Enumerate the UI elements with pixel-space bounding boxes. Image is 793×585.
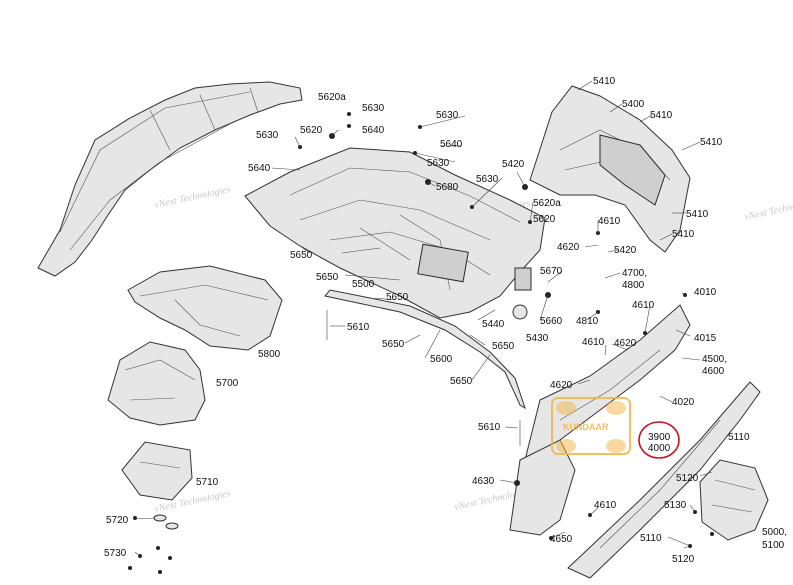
callout-5410: 5410 [650, 110, 673, 121]
callout-4620: 4620 [550, 380, 573, 391]
callout-5410: 5410 [700, 137, 723, 148]
logo-text: KUNDAAR [563, 422, 609, 432]
callout-5000: 5000, [762, 527, 787, 538]
inner-panel [107, 341, 206, 426]
callout-4600: 4600 [702, 366, 725, 377]
callout-4810: 4810 [576, 316, 599, 327]
callout-5620: 5620 [300, 125, 323, 136]
callout-5650: 5650 [382, 339, 405, 350]
callout-5650: 5650 [290, 250, 313, 261]
screw-icon [347, 124, 351, 128]
callout-5110: 5110 [640, 533, 662, 544]
callout-5400: 5400 [622, 99, 645, 110]
kundaar-logo: KUNDAAR [551, 397, 631, 455]
screw-icon [710, 532, 714, 536]
callout-5620: 5620 [533, 214, 556, 225]
callout-5630: 5630 [362, 103, 385, 114]
callout-5620a: 5620a [533, 198, 561, 209]
callout-5410: 5410 [672, 229, 695, 240]
callout-4000: 4000 [648, 443, 671, 454]
rear-body-panel [244, 147, 546, 319]
fasteners [128, 112, 714, 574]
washer-icon [153, 514, 167, 522]
callout-5440: 5440 [482, 319, 505, 330]
callout-5600: 5600 [430, 354, 453, 365]
callout-4610: 4610 [632, 300, 655, 311]
callout-5410: 5410 [686, 209, 709, 220]
callout-5800: 5800 [258, 349, 281, 360]
callout-5670: 5670 [540, 266, 563, 277]
side-rocker-panel [509, 304, 691, 536]
callout-5700: 5700 [216, 378, 239, 389]
callout-5110: 5110 [728, 432, 750, 443]
callout-5680: 5680 [436, 182, 459, 193]
front-fender-arch [37, 81, 303, 277]
watermark-text: vNext Technologies [153, 184, 231, 211]
highlight-circle [638, 421, 680, 459]
callout-5640: 5640 [362, 125, 385, 136]
tail-light-housing [529, 85, 691, 253]
callout-3900: 3900 [648, 432, 671, 443]
storage-tub [127, 265, 283, 351]
screw-icon [156, 546, 160, 550]
callout-5100: 5100 [762, 540, 785, 551]
callout-5650: 5650 [450, 376, 473, 387]
callout-4630: 4630 [472, 476, 495, 487]
callout-4610: 4610 [598, 216, 621, 227]
callout-4650: 4650 [550, 534, 573, 545]
screw-icon [133, 516, 137, 520]
callout-5410: 5410 [593, 76, 616, 87]
callout-5430: 5430 [526, 333, 549, 344]
washer-icon [165, 522, 179, 530]
callout-5420: 5420 [502, 159, 525, 170]
callout-5720: 5720 [106, 515, 129, 526]
running-board [567, 381, 761, 579]
small-bracket [121, 441, 193, 501]
grab-rail [324, 289, 526, 410]
callout-5120: 5120 [672, 554, 695, 565]
watermark-text: vNext Technologies [743, 196, 793, 223]
callout-5500: 5500 [352, 279, 375, 290]
screw-icon [347, 112, 351, 116]
callout-4020: 4020 [672, 397, 695, 408]
callout-4015: 4015 [694, 333, 717, 344]
callout-4620: 4620 [614, 338, 637, 349]
callout-4610: 4610 [582, 337, 605, 348]
callout-5640: 5640 [248, 163, 271, 174]
callout-4800: 4800 [622, 280, 645, 291]
callout-5620a: 5620a [318, 92, 346, 103]
grommet-icon [512, 304, 528, 320]
callout-5120: 5120 [676, 473, 699, 484]
callout-labels: 5620a 5630 5640 5620 5630 5640 5630 5640… [104, 76, 787, 565]
rear-guard [699, 459, 769, 541]
callout-5610: 5610 [478, 422, 501, 433]
callout-5130: 5130 [664, 500, 687, 511]
callout-5710: 5710 [196, 477, 219, 488]
callout-4010: 4010 [694, 287, 717, 298]
callout-5650: 5650 [492, 341, 515, 352]
callout-5650: 5650 [316, 272, 339, 283]
screw-icon [158, 570, 162, 574]
callout-5420: 5420 [614, 245, 637, 256]
callout-4620: 4620 [557, 242, 580, 253]
callout-5660: 5660 [540, 316, 563, 327]
callout-5630: 5630 [427, 158, 450, 169]
callout-5610: 5610 [347, 322, 370, 333]
callout-5630: 5630 [256, 130, 279, 141]
screw-icon [168, 556, 172, 560]
callout-5730: 5730 [104, 548, 127, 559]
callout-5630: 5630 [436, 110, 459, 121]
leader-lines [134, 80, 741, 557]
callout-5640: 5640 [440, 139, 463, 150]
screw-icon [128, 566, 132, 570]
callout-5650: 5650 [386, 292, 409, 303]
callout-4500: 4500, [702, 354, 727, 365]
callout-4610: 4610 [594, 500, 617, 511]
callout-5630: 5630 [476, 174, 499, 185]
callout-4700: 4700, [622, 268, 647, 279]
